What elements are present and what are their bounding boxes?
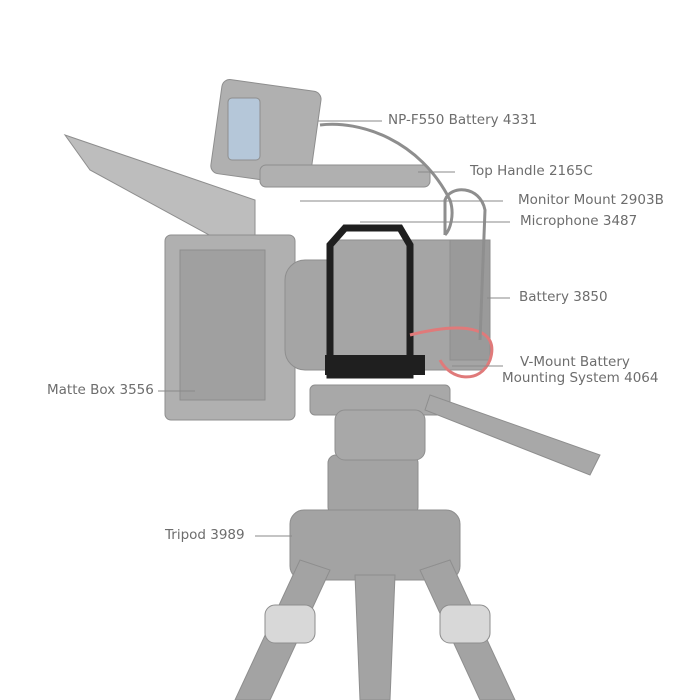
microphone-cable	[319, 122, 487, 341]
tripod	[234, 454, 516, 700]
label-vmount-line1: V-Mount Battery	[520, 354, 630, 370]
matte-box	[63, 134, 296, 421]
monitor	[210, 79, 431, 188]
red-coiled-cable	[409, 326, 494, 379]
camera-body	[284, 239, 491, 371]
label-top-handle: Top Handle 2165C	[470, 163, 593, 179]
label-tripod: Tripod 3989	[165, 527, 245, 543]
label-microphone: Microphone 3487	[520, 213, 638, 229]
camera-cage	[325, 224, 425, 379]
fluid-head	[309, 384, 601, 476]
leader-lines	[158, 120, 510, 537]
label-np-f550-battery: NP-F550 Battery 4331	[388, 112, 538, 128]
label-battery: Battery 3850	[519, 289, 608, 305]
label-matte-box: Matte Box 3556	[47, 382, 154, 398]
label-vmount-line2: Mounting System 4064	[502, 370, 659, 386]
label-monitor-mount: Monitor Mount 2903B	[518, 192, 664, 208]
